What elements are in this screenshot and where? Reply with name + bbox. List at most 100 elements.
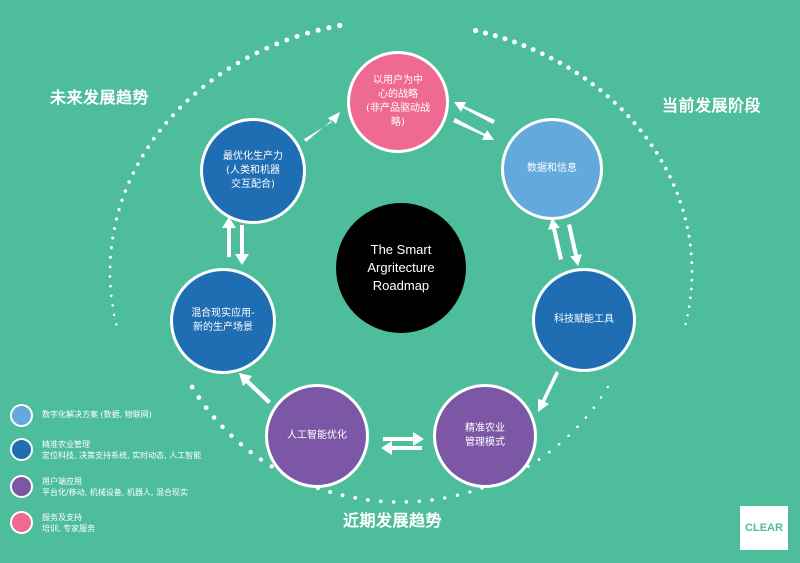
arc-dot (201, 84, 206, 90)
arc-dot (209, 78, 214, 83)
arc-dot (690, 278, 694, 282)
near-term-trend-label: 近期发展趋势 (343, 511, 443, 530)
arc-dot (685, 225, 689, 230)
arc-dot (468, 490, 472, 494)
arc-dot (473, 27, 479, 34)
arc-dot (605, 94, 610, 99)
arc-dot (115, 323, 118, 326)
arc-dot (557, 442, 561, 446)
node-data-and-information-text: 数据和信息 (527, 163, 577, 174)
arc-dot (274, 41, 280, 47)
arc-dot (378, 499, 383, 504)
arc-dot (632, 121, 637, 126)
arc-dot (582, 76, 588, 81)
node-precision-agriculture: 精准农业 管理模式 (433, 384, 537, 488)
arc-dot (146, 145, 150, 149)
arc-dot (217, 72, 223, 77)
arc-dot (687, 234, 691, 238)
arc-dot (211, 415, 217, 420)
arc-dot (264, 45, 270, 51)
arrow-ai-to-precision (383, 432, 424, 446)
arc-dot (668, 175, 672, 179)
arc-dot (492, 33, 498, 39)
arc-dot (612, 100, 617, 105)
legend-item: 服务及支持 培训, 专家服务 (10, 509, 95, 534)
node-user-centric-strategy: 以用户为中 心的战略 (非产品驱动战略) (347, 51, 449, 153)
arc-dot (391, 500, 396, 504)
legend-text: 服务及支持 培训, 专家服务 (42, 513, 96, 533)
node-mixed-reality-text: 混合现实应用- 新的生产场景 (191, 308, 255, 333)
arc-dot (109, 284, 112, 288)
arrow-tech-to-data (548, 218, 563, 260)
center-roadmap-title-text: The Smart Argritecture Roadmap (367, 242, 435, 293)
arc-dot (245, 55, 250, 60)
arc-dot (539, 51, 545, 57)
arc-dot (678, 200, 682, 204)
arc-dot (196, 395, 202, 400)
arc-dot (521, 43, 527, 49)
arc-dot (140, 153, 145, 158)
arc-dot (111, 236, 115, 240)
legend-dot-pink (10, 511, 33, 534)
node-ai-optimization-text: 人工智能优化 (287, 430, 347, 441)
arc-dot (689, 287, 693, 291)
arc-dot (109, 246, 113, 250)
arc-dot (690, 270, 694, 273)
arc-dot (592, 406, 596, 409)
arc-dot (109, 255, 112, 259)
arrows (222, 102, 582, 455)
arc-dot (337, 22, 343, 29)
arc-dot (294, 33, 300, 39)
node-data-and-information: 数据和信息 (501, 118, 603, 220)
arc-dot (606, 385, 609, 389)
current-stage-label: 当前发展阶段 (662, 96, 762, 115)
legend-dot-blue (10, 438, 33, 461)
arc-dot (482, 30, 489, 36)
arc-dot (136, 162, 140, 166)
arc-dot (258, 457, 264, 462)
arrow-productivity-to-mixed (235, 225, 249, 265)
legend-item: 用户端应用 平台化/移动, 机械设备, 机器人, 混合现实 (10, 473, 188, 498)
arc-dot (584, 416, 588, 419)
arc-dot (120, 198, 124, 202)
node-max-productivity-text: 最优化生产力 (人类和机器 交互配合) (223, 151, 283, 190)
arc-dot (683, 217, 687, 221)
arc-dot (574, 70, 580, 76)
arc-dot (619, 107, 624, 112)
arc-dot (689, 296, 692, 300)
arc-dot (171, 113, 175, 118)
arc-dot (404, 500, 409, 504)
arc-dot (548, 55, 554, 61)
arc-dot (131, 171, 136, 175)
arc-dot (203, 405, 209, 411)
arrow-productivity-to-strategy (304, 112, 340, 142)
arc-dot (366, 498, 370, 502)
arc-dot (659, 158, 664, 163)
arc-dot (157, 128, 162, 133)
node-max-productivity: 最优化生产力 (人类和机器 交互配合) (200, 118, 306, 224)
arc-dot (688, 243, 692, 247)
arc-dot (226, 66, 232, 71)
arc-dot (557, 60, 563, 66)
arc-dot (108, 275, 112, 278)
arrow-ai-to-mixed (239, 373, 271, 404)
arc-dot (117, 207, 121, 212)
arc-dot (353, 495, 358, 500)
arc-dot (649, 143, 654, 148)
legend-text: 数字化解决方案 (数据, 物联网) (42, 410, 152, 419)
future-trend-label: 未来发展趋势 (50, 88, 150, 107)
arc-dot (537, 458, 541, 461)
arrow-data-to-strategy (454, 102, 495, 124)
arc-dot (315, 27, 321, 33)
arrow-mixed-to-productivity (222, 217, 236, 257)
legend-dot-purple (10, 475, 33, 498)
arc-dot (185, 98, 190, 103)
legend-item: 精准农业管理 定位科技, 决策支持系统, 实时动态, 人工智能 (10, 436, 201, 461)
arc-dot (178, 105, 183, 110)
arc-dot (127, 180, 131, 184)
arc-dot (675, 191, 679, 195)
arc-dot (193, 91, 198, 96)
arc-dot (502, 36, 508, 42)
arc-dot (644, 135, 649, 140)
